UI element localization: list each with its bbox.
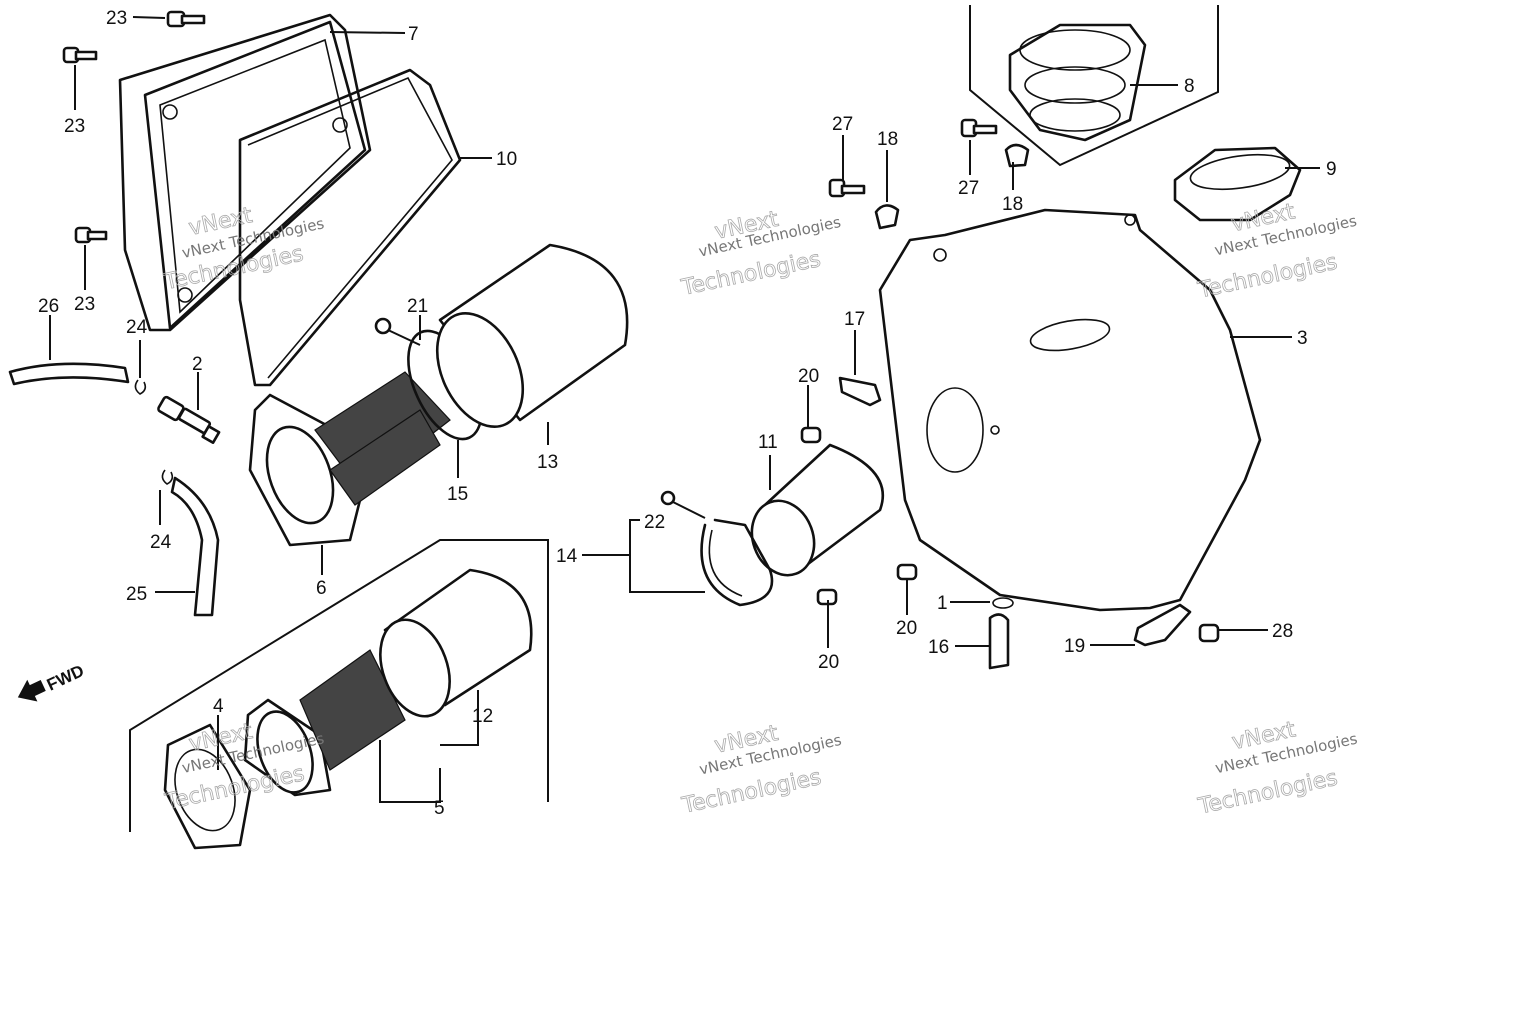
- callout-28: 28: [1272, 621, 1293, 642]
- callout-19: 19: [1064, 636, 1085, 657]
- element-holder: [248, 371, 451, 547]
- callout-23: 23: [106, 8, 127, 29]
- callout-13: 13: [537, 452, 558, 473]
- bracket-17: [838, 376, 882, 407]
- callout-9: 9: [1326, 159, 1337, 180]
- callout-11: 11: [758, 432, 778, 453]
- clip-1: [992, 597, 1014, 609]
- callout-10: 10: [496, 149, 517, 170]
- callout-14: 14: [556, 546, 578, 567]
- fwd-indicator: FWD: [17, 661, 87, 702]
- callout-5: 5: [434, 798, 445, 819]
- callout-7: 7: [408, 24, 419, 45]
- callout-6: 6: [316, 578, 327, 599]
- plug-16: [988, 613, 1010, 670]
- callout-4: 4: [213, 696, 224, 717]
- callout-21: 21: [407, 296, 428, 317]
- drain-tube: [8, 362, 130, 386]
- cover-9: [1173, 146, 1302, 222]
- nut-20a: [800, 426, 822, 444]
- holder-plate-4: [163, 723, 252, 850]
- callout-23: 23: [74, 294, 95, 315]
- callout-12: 12: [472, 706, 493, 727]
- screw-23a: [166, 10, 206, 28]
- joint-2: [157, 395, 221, 444]
- watermark-2: vNext vNext Technologies Technologies: [678, 206, 843, 301]
- callout-2: 2: [192, 354, 203, 375]
- callout-labels: 23 7 23 10 23 26 24 2 21 13 15 6 24 25 4…: [38, 8, 1337, 819]
- fwd-label: FWD: [44, 661, 87, 695]
- element-5: [243, 649, 406, 797]
- bolt-27b: [960, 118, 998, 138]
- screw-22: [660, 490, 706, 519]
- callout-20: 20: [896, 618, 917, 639]
- callout-20: 20: [798, 366, 819, 387]
- element-12: [379, 568, 533, 718]
- drain-hose: [170, 476, 220, 617]
- clip-24a: [134, 379, 147, 395]
- bolt-21: [374, 317, 421, 346]
- callout-26: 26: [38, 296, 59, 317]
- watermark-6: vNext vNext Technologies Technologies: [1195, 717, 1359, 820]
- callout-24: 24: [126, 317, 148, 338]
- cover-gasket: [238, 68, 462, 387]
- foam-element: [435, 243, 629, 429]
- screw-23c: [74, 226, 108, 244]
- callout-1: 1: [937, 593, 948, 614]
- cover-8: [1008, 23, 1147, 142]
- connecting-tube: [750, 443, 885, 577]
- callout-22: 22: [644, 512, 665, 533]
- watermark-5: vNext vNext Technologies Technologies: [679, 720, 844, 819]
- callout-27: 27: [832, 114, 853, 135]
- screw-23b: [62, 46, 98, 64]
- callout-18: 18: [877, 129, 898, 150]
- callout-27: 27: [958, 178, 979, 199]
- air-cleaner-case: [878, 208, 1262, 612]
- callout-20: 20: [818, 652, 839, 673]
- callout-16: 16: [928, 637, 949, 658]
- fwd-arrow-icon: [17, 679, 46, 702]
- cap-18b: [1004, 143, 1030, 168]
- callout-15: 15: [447, 484, 468, 505]
- bolt-27a: [828, 178, 866, 198]
- callout-24: 24: [150, 532, 172, 553]
- bracket-19: [1133, 603, 1192, 647]
- watermark-1: vNext vNext Technologies Technologies: [161, 203, 326, 296]
- callout-8: 8: [1184, 76, 1195, 97]
- callout-17: 17: [844, 309, 865, 330]
- callout-23: 23: [64, 116, 85, 137]
- callout-18: 18: [1002, 194, 1023, 215]
- air-cleaner-cover: [118, 13, 372, 332]
- callout-25: 25: [126, 584, 147, 605]
- tube-band: [700, 518, 774, 607]
- cap-18a: [874, 204, 900, 230]
- clip-24b: [161, 469, 174, 485]
- inset-frame-bottom: [129, 539, 549, 832]
- inset-frame-top: [969, 5, 1219, 167]
- callout-3: 3: [1297, 328, 1308, 349]
- leader-lines: [49, 16, 1320, 803]
- bolt-28: [1198, 623, 1220, 643]
- nut-20c: [896, 563, 918, 581]
